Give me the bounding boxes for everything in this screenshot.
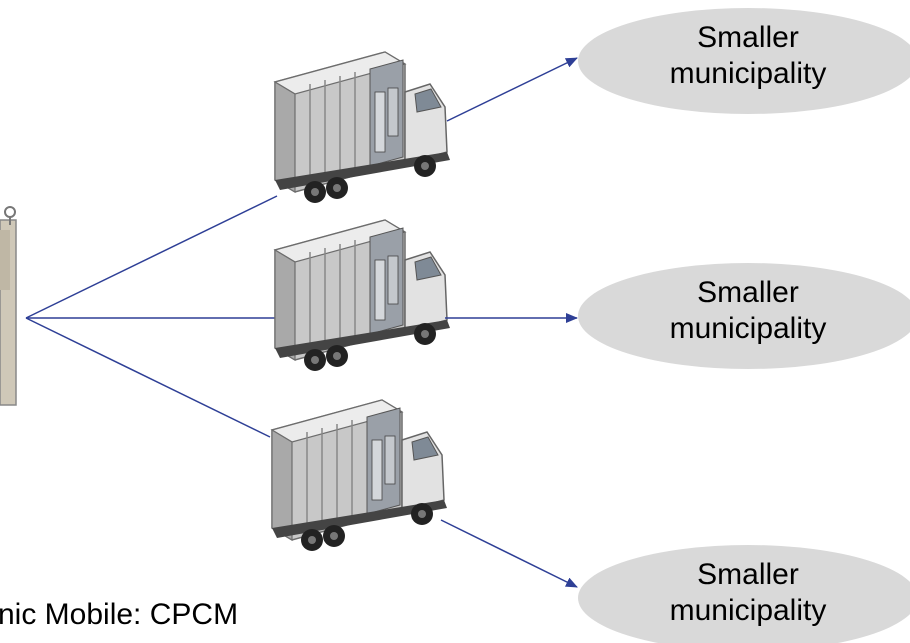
connector-to-truck-3 bbox=[25, 317, 271, 438]
arrow-to-municipality-1 bbox=[446, 57, 578, 122]
municipality-node-1 bbox=[578, 8, 910, 114]
truck-image-3 bbox=[271, 399, 448, 552]
caption: nic Mobile: CPCM bbox=[0, 598, 239, 631]
municipality-label-2-line2: municipality bbox=[669, 312, 827, 345]
municipality-node-2 bbox=[578, 263, 910, 369]
central-plant-image bbox=[0, 206, 17, 406]
truck-arrows bbox=[440, 57, 578, 588]
truck-image-1 bbox=[274, 51, 451, 204]
hub-connectors bbox=[25, 195, 279, 438]
municipality-label-3-line1: Smaller bbox=[697, 558, 799, 591]
municipality-label-1-line2: municipality bbox=[669, 57, 827, 90]
municipality-label-3: Smaller municipality bbox=[618, 557, 878, 629]
connector-to-truck-1 bbox=[25, 195, 278, 319]
municipality-node-3 bbox=[578, 545, 910, 643]
arrow-to-municipality-3 bbox=[440, 519, 578, 588]
municipality-label-1: Smaller municipality bbox=[618, 20, 878, 92]
truck-image-2 bbox=[274, 219, 451, 372]
municipality-label-2-line1: Smaller bbox=[697, 276, 799, 309]
municipality-label-3-line2: municipality bbox=[669, 594, 827, 627]
municipality-label-2: Smaller municipality bbox=[618, 275, 878, 347]
municipality-label-1-line1: Smaller bbox=[697, 21, 799, 54]
